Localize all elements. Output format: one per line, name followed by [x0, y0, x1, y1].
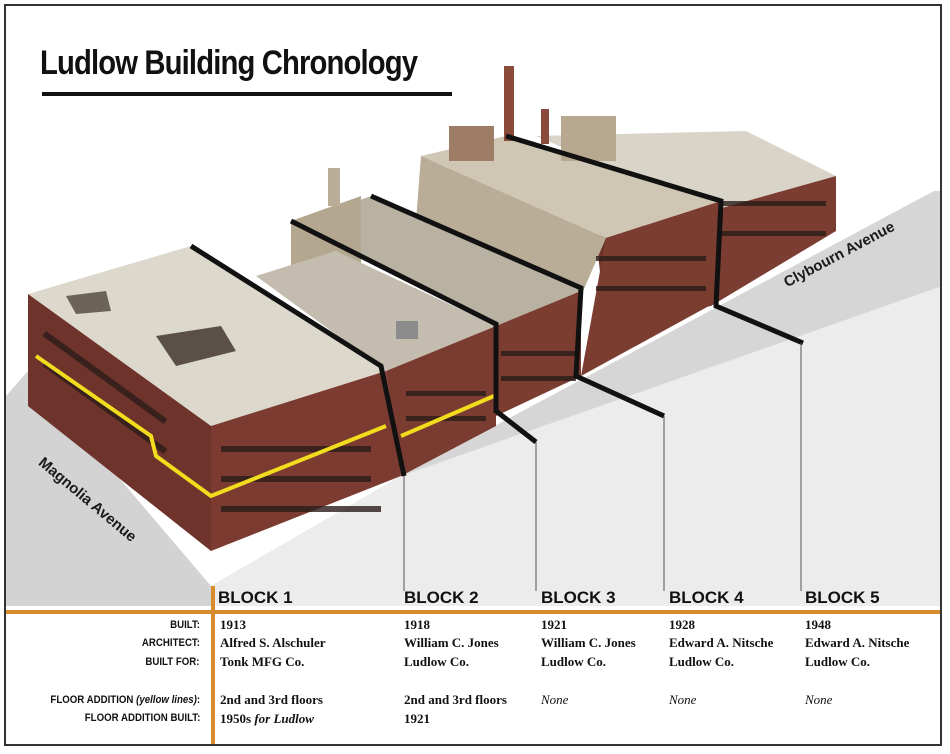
block2-architect: William C. Jones: [404, 635, 499, 650]
block1-roof-stain: [156, 326, 236, 366]
label-architect: ARCHITECT:: [141, 637, 200, 649]
block5-front-wall: [711, 176, 836, 306]
block5-floor-addition: None: [805, 692, 833, 707]
ground: [211, 286, 940, 606]
block1-roof-stain-2: [66, 291, 111, 314]
block1-built: 1913: [220, 617, 246, 632]
block3-built-for: Ludlow Co.: [541, 654, 607, 669]
label-floor-addition-built: FLOOR ADDITION BUILT:: [84, 712, 200, 724]
block4-roof: [421, 136, 721, 238]
block1-header: BLOCK 1: [218, 588, 293, 607]
divider-block2-3: [289, 218, 538, 444]
diagram-frame: Ludlow Building Chronology: [4, 4, 942, 746]
block4-header: BLOCK 4: [669, 588, 744, 607]
block2-floor-addition: 2nd and 3rd floors: [404, 692, 507, 707]
block2-roof: [256, 251, 496, 371]
block2-front-wall: [386, 326, 496, 476]
block2-built-for: Ludlow Co.: [404, 654, 470, 669]
block5-header: BLOCK 5: [805, 588, 880, 607]
label-built-for: BUILT FOR:: [145, 656, 200, 668]
building-illustration: [6, 66, 940, 606]
block4-left-wall: [416, 156, 606, 296]
floor-addition-line-block1: [34, 354, 387, 499]
table-horizontal-rule: [6, 610, 940, 614]
leader-lines: [403, 343, 802, 591]
block4-chimney: [504, 66, 514, 141]
block2-built: 1918: [404, 617, 430, 632]
label-floor-addition: FLOOR ADDITION (yellow lines):: [50, 694, 200, 706]
block1-built-for: Tonk MFG Co.: [220, 654, 305, 669]
block1-addition-built-year: 1950s: [220, 711, 252, 726]
block-dividers: [189, 133, 804, 477]
block4-built: 1928: [669, 617, 695, 632]
block4-architect: Edward A. Nitsche: [669, 635, 774, 650]
label-floor-addition-main: FLOOR ADDITION: [50, 694, 134, 706]
block2-header: BLOCK 2: [404, 588, 479, 607]
block5-architect: Edward A. Nitsche: [805, 635, 910, 650]
block2-addition-built: 1921: [404, 711, 430, 726]
block3-roof: [301, 196, 581, 326]
block1-addition-built: 1950s for Ludlow: [220, 711, 314, 727]
block4-built-for: Ludlow Co.: [669, 654, 735, 669]
block1-addition-built-note: for Ludlow: [254, 711, 314, 726]
floor-addition-line-block2: [400, 394, 495, 438]
block3-built: 1921: [541, 617, 567, 632]
block2-rooftop-unit: [396, 321, 418, 339]
block3-architect: William C. Jones: [541, 635, 636, 650]
label-floor-addition-note: (yellow lines): [135, 694, 197, 706]
block4-penthouse-left: [449, 126, 494, 161]
block1-floor-addition: 2nd and 3rd floors: [220, 692, 323, 707]
page-title: Ludlow Building Chronology: [40, 44, 418, 82]
divider-block1-2: [189, 243, 407, 477]
label-built: BUILT:: [170, 619, 200, 631]
block5-built: 1948: [805, 617, 831, 632]
block3-chimney: [328, 168, 340, 206]
block4-floor-addition: None: [669, 692, 697, 707]
block5-built-for: Ludlow Co.: [805, 654, 871, 669]
label-floor-addition-suffix: :: [196, 694, 200, 706]
divider-block4-5: [505, 133, 804, 346]
table-vertical-rule: [211, 586, 215, 744]
block3-floor-addition: None: [541, 692, 569, 707]
title-underline: [42, 92, 452, 96]
block3-header: BLOCK 3: [541, 588, 616, 607]
divider-block3-4: [369, 193, 666, 419]
block4-chimney-small: [541, 109, 549, 144]
block1-architect: Alfred S. Alschuler: [220, 635, 326, 650]
magnolia-avenue-street: [6, 371, 211, 606]
